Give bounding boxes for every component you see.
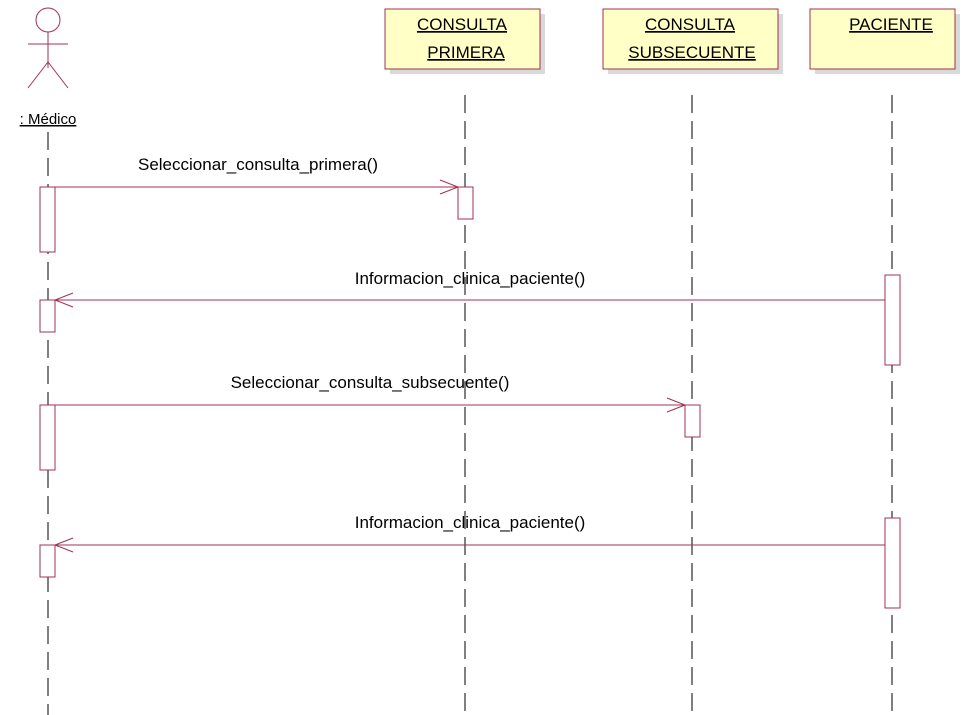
activation-paciente-1 [884,274,901,366]
object-label-line2: PRIMERA [427,43,505,62]
arrowhead-icon [53,537,74,553]
message-label: Seleccionar_consulta_subsecuente() [231,373,510,392]
message-informacion-clinica-paciente-1[interactable]: Informacion_clinica_paciente() [53,269,885,308]
object-box [602,8,779,70]
actor-label: : Médico [20,111,77,128]
activation-consulta-subsecuente [684,404,701,438]
actor-head [35,7,61,33]
object-label-line1: CONSULTA [417,15,508,34]
activation-medico-1 [39,186,56,253]
activation-consulta-primera [457,186,474,220]
object-box [384,8,541,70]
message-label: Informacion_clinica_paciente() [355,269,586,288]
message-label: Informacion_clinica_paciente() [355,513,586,532]
message-seleccionar-consulta-subsecuente[interactable]: Seleccionar_consulta_subsecuente() [55,373,687,413]
actor-right-leg [47,61,69,89]
activation-medico-2 [39,299,56,333]
arrowhead-icon [53,292,74,308]
activation-medico-4 [39,544,56,578]
object-consulta-primera[interactable]: CONSULTA PRIMERA [384,8,545,74]
arrowhead-icon [666,397,687,413]
arrowhead-icon [439,179,460,195]
object-label-line1: PACIENTE [849,15,933,34]
actor-left-leg [27,61,49,89]
activation-medico-3 [39,404,56,471]
activation-paciente-2 [884,517,901,609]
object-box [809,8,956,70]
object-consulta-subsecuente[interactable]: CONSULTA SUBSECUENTE [602,8,783,74]
object-label-line1: CONSULTA [645,15,736,34]
message-informacion-clinica-paciente-2[interactable]: Informacion_clinica_paciente() [53,513,885,553]
actor-medico: : Médico [20,7,77,128]
message-label: Seleccionar_consulta_primera() [138,155,378,174]
message-seleccionar-consulta-primera[interactable]: Seleccionar_consulta_primera() [55,155,460,195]
object-paciente[interactable]: PACIENTE [809,8,960,74]
object-label-line2: SUBSECUENTE [628,43,756,62]
